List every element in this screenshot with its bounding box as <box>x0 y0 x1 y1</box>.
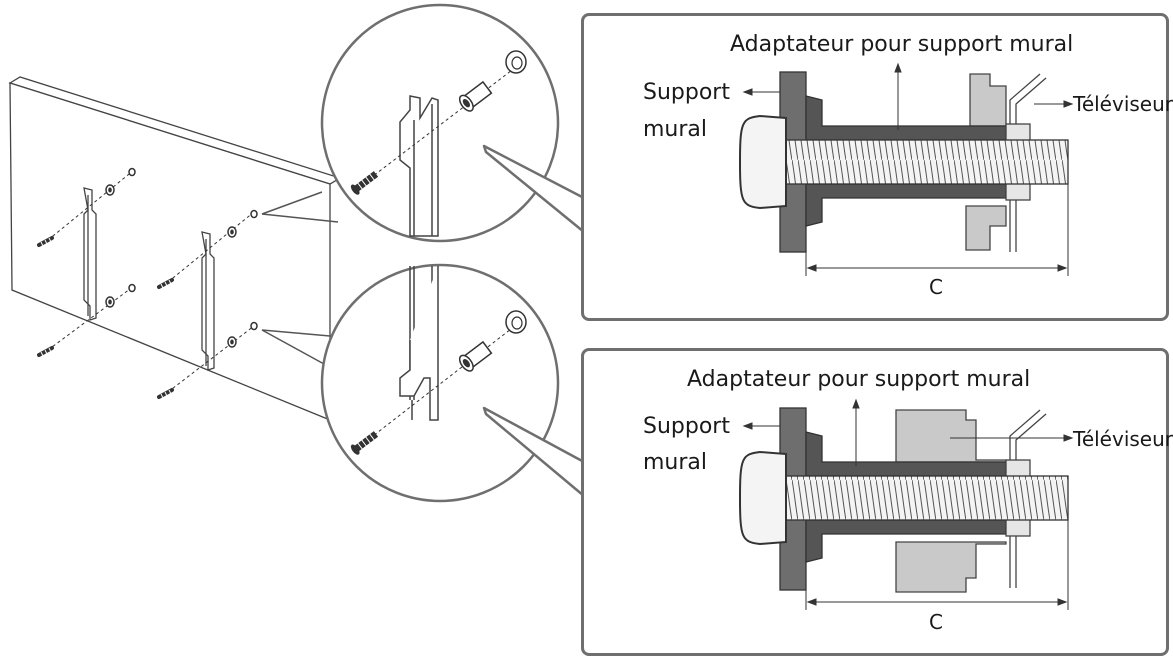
dimension-c-bottom <box>805 520 1069 610</box>
wall-mount-label-top-line1: Support <box>643 80 730 105</box>
wall-mount-label-top-line2: mural <box>643 117 708 142</box>
tv-back-panel <box>8 76 342 421</box>
assembly-guides <box>47 169 255 393</box>
screw-shaft-top <box>783 139 1069 185</box>
adapter-label-top: Adaptateur pour support mural <box>730 32 1074 57</box>
tv-label-top: Téléviseur <box>1073 92 1173 116</box>
callout-leaders <box>261 191 339 365</box>
wall-mount-label-bottom-line2: mural <box>643 450 708 475</box>
dimension-label-bottom: C <box>929 610 943 634</box>
adapter-label-bottom: Adaptateur pour support mural <box>687 367 1031 392</box>
wall-bracket-left <box>83 187 97 321</box>
zoom-circle-top <box>320 3 560 243</box>
wall-mount-label-bottom-line1: Support <box>643 414 730 439</box>
leaders-bottom <box>742 398 1074 466</box>
screw-head-top <box>738 114 787 210</box>
leaders-top <box>742 62 1074 130</box>
zoom-circle-bottom <box>320 263 560 503</box>
dimension-c-top <box>805 184 1069 276</box>
screw-shaft-bottom <box>783 475 1069 521</box>
dimension-label-top: C <box>929 275 943 299</box>
tv-label-bottom: Téléviseur <box>1073 427 1173 451</box>
screw-head-bottom <box>738 450 787 546</box>
